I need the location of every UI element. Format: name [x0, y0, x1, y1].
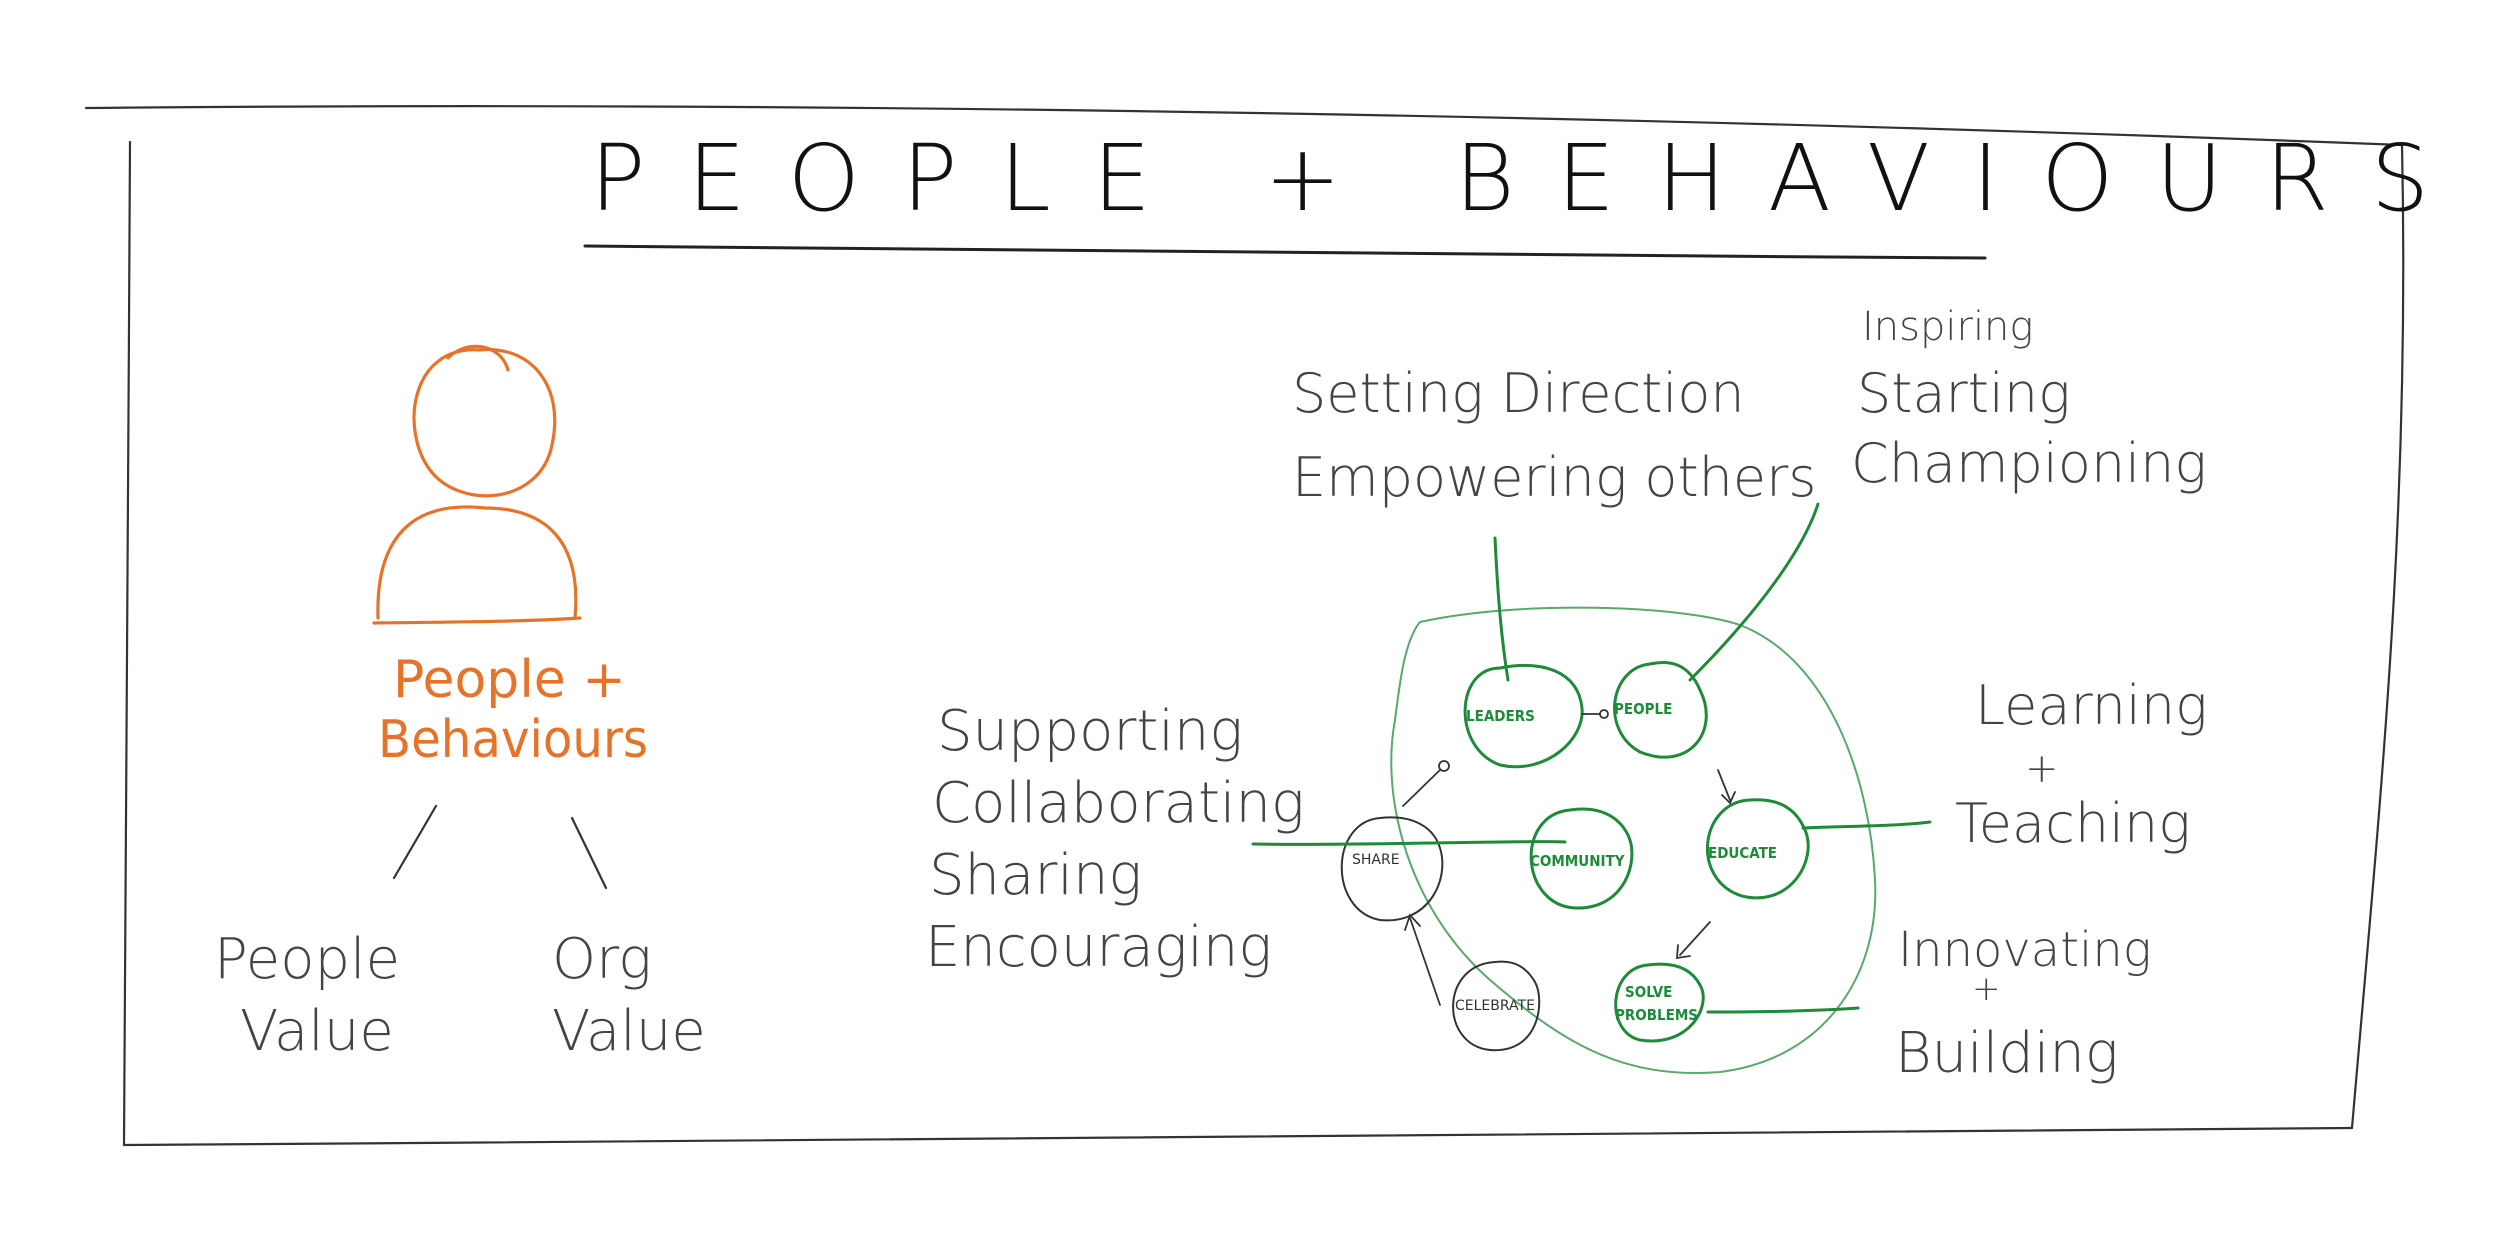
- note-people-1: Inspiring: [1862, 304, 2033, 350]
- note-solve-2: +: [1972, 969, 2001, 1009]
- node-solve-label-1: SOLVE: [1625, 983, 1672, 1001]
- note-solve-1: Innovating: [1898, 922, 2152, 978]
- node-people: PEOPLE: [1613, 660, 1708, 759]
- node-share-label: SHARE: [1352, 852, 1400, 868]
- branch-left-line1: People: [214, 927, 400, 992]
- note-community-4: Encouraging: [925, 915, 1272, 980]
- note-leaders-2: Empowering others: [1292, 446, 1816, 509]
- note-connectors: [1251, 502, 1932, 1014]
- note-people-2: Starting: [1857, 362, 2071, 425]
- note-educate-1: Learning: [1975, 674, 2208, 737]
- note-community-2: Collaborating: [932, 771, 1305, 836]
- node-educate: EDUCATE: [1706, 798, 1810, 900]
- node-people-label: PEOPLE: [1614, 700, 1672, 718]
- note-leaders-1: Setting Direction: [1292, 362, 1745, 425]
- frame: [84, 105, 2405, 1147]
- person-label-line2: Behaviours: [378, 710, 648, 770]
- node-celebrate: CELEBRATE: [1452, 960, 1541, 1052]
- note-community-1: Supporting: [937, 699, 1243, 764]
- node-share: SHARE: [1340, 816, 1444, 922]
- node-community-label: COMMUNITY: [1530, 852, 1625, 870]
- node-solve-problems: SOLVE PROBLEMS: [1614, 962, 1705, 1043]
- person-branches: [392, 804, 608, 890]
- branch-right-line2: Value: [552, 999, 706, 1064]
- node-leaders-label: LEADERS: [1466, 707, 1535, 725]
- person-icon: [372, 344, 582, 625]
- branch-left-line2: Value: [240, 999, 394, 1064]
- note-educate-2: +: [2025, 746, 2059, 792]
- page-title: PEOPLE + BEHAVIOURS: [590, 125, 2471, 232]
- node-community: COMMUNITY: [1529, 807, 1634, 910]
- node-celebrate-label: CELEBRATE: [1455, 998, 1535, 1014]
- title-underline: [583, 244, 1987, 260]
- person-label-line1: People +: [393, 650, 626, 710]
- node-solve-label-2: PROBLEMS: [1615, 1006, 1698, 1024]
- node-leaders: LEADERS: [1463, 663, 1584, 769]
- cycle-arrows: [1402, 709, 1736, 1006]
- branch-right-line1: Org: [552, 927, 652, 992]
- note-community-3: Sharing: [929, 843, 1142, 908]
- note-educate-3: Teaching: [1955, 792, 2191, 855]
- note-solve-3: Building: [1895, 1021, 2118, 1086]
- note-people-3: Championing: [1851, 432, 2207, 495]
- node-educate-label: EDUCATE: [1708, 844, 1777, 862]
- cycle-enclosure: [1390, 606, 1877, 1074]
